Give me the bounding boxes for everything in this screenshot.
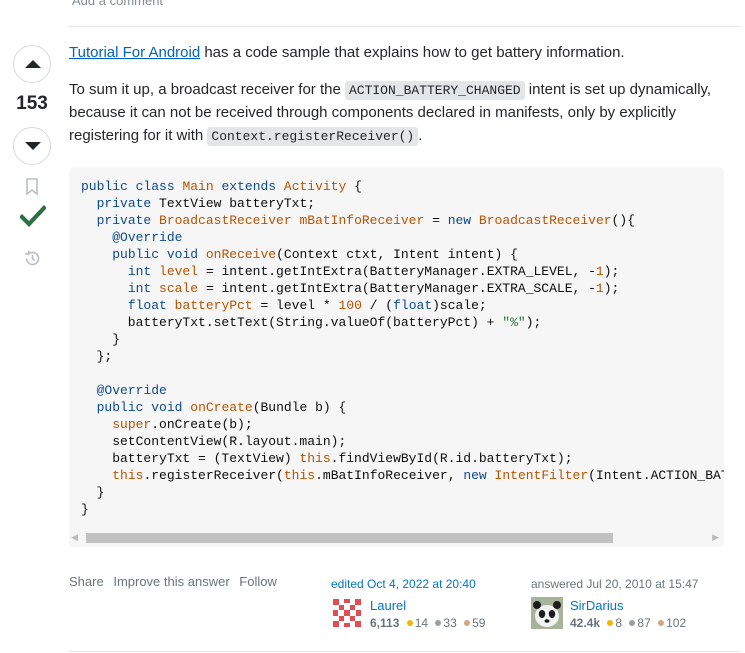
paragraph-text: To sum it up, a broadcast receiver for t… bbox=[69, 80, 345, 98]
paragraph: Tutorial For Android has a code sample t… bbox=[69, 42, 724, 65]
add-comment-link[interactable]: Add a comment bbox=[72, 0, 164, 8]
paragraph-text: has a code sample that explains how to g… bbox=[200, 44, 625, 61]
scroll-thumb[interactable] bbox=[86, 533, 613, 543]
scroll-left-arrow-icon[interactable]: ◀ bbox=[71, 532, 78, 542]
horizontal-scrollbar[interactable]: ◀ ▶ bbox=[69, 529, 724, 547]
gold-badge-count: 14 bbox=[414, 616, 429, 630]
author-reputation: 42.4k 8 87 102 bbox=[570, 616, 686, 630]
author-avatar[interactable] bbox=[531, 597, 563, 629]
gold-badge-icon bbox=[607, 620, 614, 626]
accepted-check-icon bbox=[20, 205, 46, 227]
gold-badge-icon bbox=[406, 620, 413, 626]
answer-body: Tutorial For Android has a code sample t… bbox=[69, 42, 724, 162]
bronze-badge-count: 59 bbox=[472, 616, 486, 630]
silver-badge-icon bbox=[435, 620, 442, 626]
gold-badge-count: 8 bbox=[615, 616, 623, 630]
silver-badge-icon bbox=[629, 620, 636, 626]
downvote-button[interactable] bbox=[13, 127, 51, 165]
author-card: answered Jul 20, 2010 at 15:47 bbox=[531, 577, 698, 591]
paragraph: To sum it up, a broadcast receiver for t… bbox=[69, 79, 724, 149]
upvote-arrow-icon bbox=[25, 60, 41, 68]
editor-reputation: 6,113 14 33 59 bbox=[370, 616, 485, 630]
author-name[interactable]: SirDarius bbox=[570, 598, 624, 613]
answered-timestamp[interactable]: answered Jul 20, 2010 at 15:47 bbox=[531, 577, 699, 591]
code-block[interactable]: public class Main extends Activity { pri… bbox=[69, 167, 724, 547]
paragraph-text: . bbox=[418, 126, 423, 144]
silver-badge-count: 87 bbox=[637, 616, 651, 630]
post-actions: Share Improve this answer Follow bbox=[69, 574, 283, 589]
follow-link[interactable]: Follow bbox=[239, 574, 277, 589]
bookmark-icon[interactable] bbox=[25, 178, 39, 196]
reputation-score: 6,113 bbox=[370, 616, 400, 630]
inline-code: ACTION_BATTERY_CHANGED bbox=[344, 80, 525, 100]
editor-card: edited Oct 4, 2022 at 20:40 bbox=[331, 577, 476, 591]
history-icon[interactable] bbox=[23, 249, 42, 268]
editor-name[interactable]: Laurel bbox=[370, 598, 407, 613]
divider bbox=[69, 651, 740, 652]
scroll-right-arrow-icon[interactable]: ▶ bbox=[712, 532, 719, 542]
editor-avatar[interactable] bbox=[331, 597, 363, 629]
share-link[interactable]: Share bbox=[69, 574, 104, 589]
divider bbox=[69, 26, 740, 27]
downvote-arrow-icon bbox=[25, 142, 41, 150]
bronze-badge-icon bbox=[658, 620, 665, 626]
upvote-button[interactable] bbox=[13, 45, 51, 83]
improve-answer-link[interactable]: Improve this answer bbox=[113, 574, 230, 589]
vote-count: 153 bbox=[16, 93, 48, 114]
bronze-badge-icon bbox=[464, 620, 471, 626]
edited-timestamp[interactable]: edited Oct 4, 2022 at 20:40 bbox=[331, 577, 476, 591]
paragraph-text: intent is set up dynamically, because it… bbox=[69, 80, 712, 144]
bronze-badge-count: 102 bbox=[666, 616, 687, 630]
silver-badge-count: 33 bbox=[443, 616, 457, 630]
reputation-score: 42.4k bbox=[570, 616, 601, 630]
code-content: public class Main extends Activity { pri… bbox=[81, 179, 724, 517]
tutorial-link[interactable]: Tutorial For Android bbox=[69, 44, 201, 61]
inline-code: Context.registerReceiver() bbox=[207, 126, 419, 146]
